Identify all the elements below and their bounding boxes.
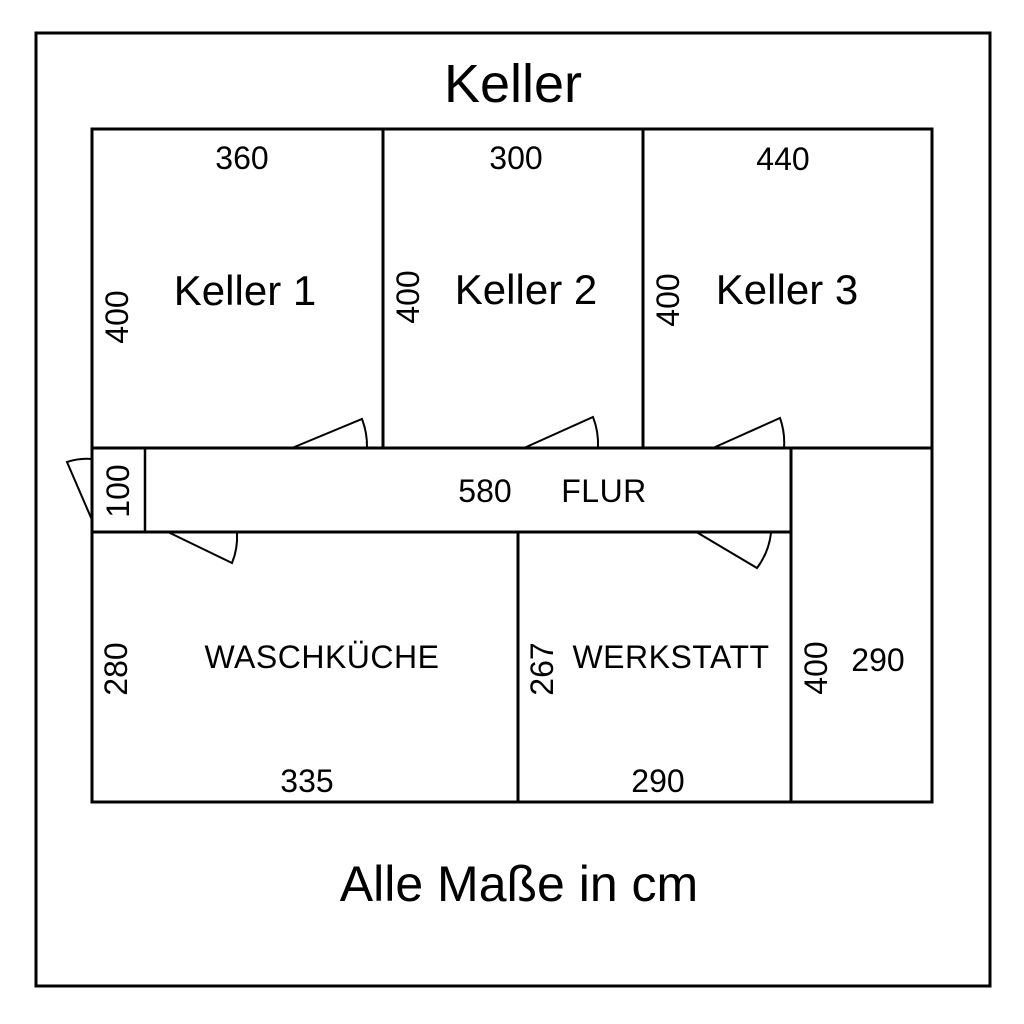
dim-keller1-width: 360 <box>215 140 269 176</box>
dim-nebenraum-width: 290 <box>851 642 905 678</box>
door-swing-keller2 <box>522 415 600 450</box>
dim-waschkueche-depth: 280 <box>98 642 134 696</box>
door-swing-waschkueche <box>168 531 239 565</box>
room-label-werkstatt: WERKSTATT <box>572 639 770 675</box>
footer-note: Alle Maße in cm <box>339 856 699 912</box>
dim-werkstatt-depth: 267 <box>524 642 560 696</box>
plan-title: Keller <box>443 54 583 114</box>
door-swing-keller1 <box>290 417 369 450</box>
dim-nebenraum-depth: 400 <box>798 641 834 695</box>
room-label-flur: FLUR <box>561 473 647 509</box>
room-label-waschkueche: WASCHKÜCHE <box>204 639 440 675</box>
outer-border <box>34 31 992 988</box>
dim-keller2-width: 300 <box>489 140 543 176</box>
dim-keller2-depth: 400 <box>390 270 426 324</box>
room-label-keller1: Keller 1 <box>173 267 317 314</box>
nebenraum-outline <box>789 446 934 804</box>
room-label-keller3: Keller 3 <box>715 266 859 313</box>
dim-keller1-depth: 400 <box>99 290 135 344</box>
door-swing-entrance <box>65 457 94 522</box>
dim-flur-width: 100 <box>100 464 136 518</box>
door-swing-keller3 <box>711 416 786 450</box>
flur-outline <box>90 446 793 534</box>
room-label-keller2: Keller 2 <box>454 266 598 313</box>
dim-werkstatt-width: 290 <box>631 763 685 799</box>
dim-keller3-depth: 400 <box>650 273 686 327</box>
dim-waschkueche-width: 335 <box>280 763 334 799</box>
dim-keller3-width: 440 <box>756 141 810 177</box>
dim-flur-length: 580 <box>458 473 512 509</box>
door-swing-werkstatt <box>696 531 773 570</box>
